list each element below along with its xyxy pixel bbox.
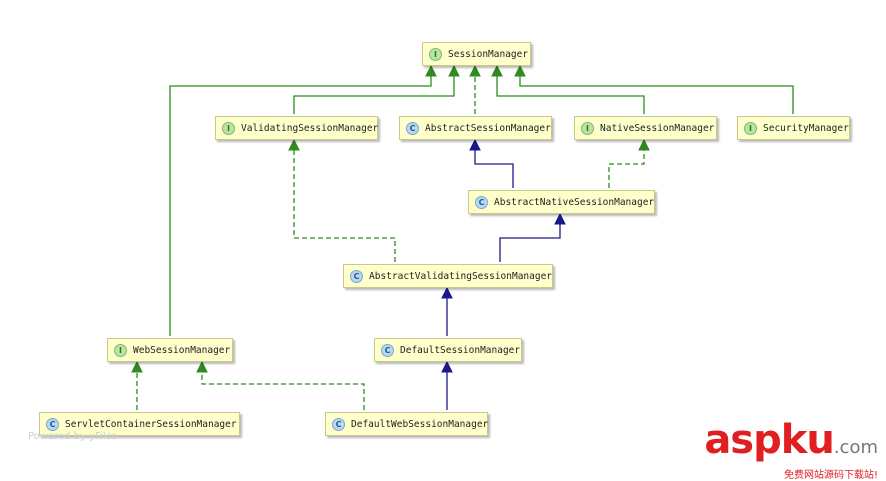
node-sessionmanager[interactable]: I SessionManager bbox=[422, 42, 531, 66]
node-label: ValidatingSessionManager bbox=[241, 122, 379, 134]
interface-icon: I bbox=[222, 121, 235, 135]
interface-icon: I bbox=[581, 121, 594, 135]
interface-icon: I bbox=[114, 343, 127, 357]
node-validatingsessionmanager[interactable]: I ValidatingSessionManager bbox=[215, 116, 378, 140]
aspku-logo: aspku.com 免费网站源码下载站! bbox=[704, 420, 878, 481]
edge-defaultwebsessionmanager-implements-websessionmanager bbox=[196, 360, 365, 410]
brand-name: aspku bbox=[704, 417, 835, 463]
edge-securitymanager-to-sessionmanager bbox=[514, 64, 794, 114]
brand-domain: .com bbox=[833, 437, 878, 458]
class-icon: C bbox=[406, 121, 419, 135]
edge-websessionmanager-to-sessionmanager bbox=[169, 64, 437, 336]
node-label: WebSessionManager bbox=[133, 344, 231, 356]
node-websessionmanager[interactable]: I WebSessionManager bbox=[107, 338, 233, 362]
edge-abstractnativesessionmanager-extends-abstractsessionmanager bbox=[469, 138, 514, 188]
node-label: AbstractSessionManager bbox=[425, 122, 551, 134]
class-icon: C bbox=[46, 417, 59, 431]
node-abstractsessionmanager[interactable]: C AbstractSessionManager bbox=[399, 116, 552, 140]
brand-tagline: 免费网站源码下载站! bbox=[783, 470, 878, 481]
node-defaultwebsessionmanager[interactable]: C DefaultWebSessionManager bbox=[325, 412, 488, 436]
node-securitymanager[interactable]: I SecurityManager bbox=[737, 116, 850, 140]
node-abstractnativesessionmanager[interactable]: C AbstractNativeSessionManager bbox=[468, 190, 655, 214]
edge-validatingsessionmanager-to-sessionmanager bbox=[293, 64, 460, 114]
edge-abstractnativesessionmanager-implements-nativesessionmanager bbox=[608, 138, 650, 188]
node-servletcontainersessionmanager[interactable]: C ServletContainerSessionManager bbox=[39, 412, 240, 436]
node-label: DefaultSessionManager bbox=[400, 344, 521, 356]
interface-icon: I bbox=[744, 121, 757, 135]
yfiles-watermark: Powered by yFiles bbox=[28, 431, 117, 442]
class-icon: C bbox=[475, 195, 488, 209]
interface-icon: I bbox=[429, 47, 442, 61]
node-label: AbstractNativeSessionManager bbox=[494, 196, 655, 208]
class-icon: C bbox=[332, 417, 345, 431]
node-label: SessionManager bbox=[448, 48, 529, 60]
edge-abstractvalidatingsessionmanager-extends-abstractnativesessionmanager bbox=[499, 212, 566, 262]
node-label: NativeSessionManager bbox=[600, 122, 715, 134]
node-label: ServletContainerSessionManager bbox=[65, 418, 237, 430]
class-icon: C bbox=[381, 343, 394, 357]
class-icon: C bbox=[350, 269, 363, 283]
node-nativesessionmanager[interactable]: I NativeSessionManager bbox=[574, 116, 717, 140]
node-defaultsessionmanager[interactable]: C DefaultSessionManager bbox=[374, 338, 522, 362]
node-label: DefaultWebSessionManager bbox=[351, 418, 489, 430]
node-label: AbstractValidatingSessionManager bbox=[369, 270, 553, 282]
edge-abstractvalidatingsessionmanager-implements-validatingsessionmanager bbox=[288, 138, 396, 262]
node-label: SecurityManager bbox=[763, 122, 849, 134]
brand-wordmark: aspku.com bbox=[704, 420, 878, 468]
node-abstractvalidatingsessionmanager[interactable]: C AbstractValidatingSessionManager bbox=[343, 264, 553, 288]
edge-nativesessionmanager-to-sessionmanager bbox=[491, 64, 645, 114]
